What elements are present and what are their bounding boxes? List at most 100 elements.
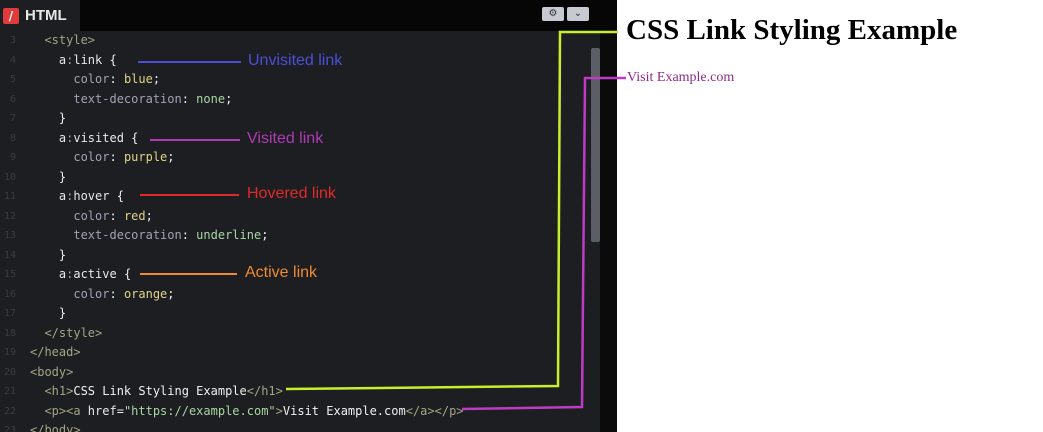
- gear-icon: ⚙: [548, 8, 558, 19]
- scrollbar-thumb[interactable]: [591, 48, 600, 242]
- line-number: 8: [9, 132, 16, 144]
- line-number: 18: [3, 327, 16, 339]
- code-line[interactable]: 23</body>: [0, 421, 590, 432]
- line-number: 4: [9, 54, 16, 66]
- code-token: :: [109, 208, 124, 223]
- code-token: :: [109, 150, 124, 164]
- code-token: :: [181, 228, 197, 242]
- code-line[interactable]: 11 a:hover {: [0, 187, 590, 206]
- code-token: color: [30, 150, 110, 164]
- line-number: 7: [9, 113, 16, 124]
- code-token: ;: [225, 91, 233, 106]
- code-text: color: purple;: [30, 148, 174, 167]
- code-token: =: [116, 403, 124, 418]
- code-token: :: [66, 267, 74, 281]
- code-text: }: [30, 168, 66, 187]
- line-number: 13: [3, 230, 16, 241]
- code-line[interactable]: 16 color: orange;: [0, 285, 590, 304]
- code-token: :: [109, 72, 124, 86]
- code-line[interactable]: 5 color: blue;: [0, 70, 590, 89]
- code-token: CSS Link Styling Example: [73, 384, 247, 398]
- line-number: 11: [3, 191, 16, 202]
- code-token: active: [73, 267, 117, 281]
- code-token: a: [30, 52, 67, 67]
- code-token: color: [30, 286, 110, 301]
- html-logo-icon: /: [3, 7, 19, 24]
- scrollbar-track[interactable]: [600, 31, 617, 432]
- code-line[interactable]: 13 text-decoration: underline;: [0, 226, 590, 245]
- code-token: Visit Example.com: [282, 403, 406, 418]
- line-number: 5: [9, 74, 16, 85]
- code-line[interactable]: 17 }: [0, 304, 590, 323]
- code-token: </a></p>: [405, 403, 464, 418]
- code-line[interactable]: 15 a:active {: [0, 265, 590, 284]
- preview-link[interactable]: Visit Example.com: [627, 70, 735, 85]
- settings-button[interactable]: ⚙: [542, 7, 564, 21]
- code-token: a: [30, 189, 67, 203]
- code-text: }: [30, 109, 66, 128]
- code-token: </head>: [30, 345, 81, 359]
- code-token: blue: [123, 72, 153, 86]
- code-text: text-decoration: none;: [30, 90, 232, 109]
- code-token: :: [109, 286, 124, 301]
- code-token: red: [123, 208, 146, 223]
- code-token: {: [116, 267, 132, 281]
- line-number: 9: [9, 152, 16, 163]
- annotation-label: Active link: [245, 264, 318, 281]
- code-text: <h1>CSS Link Styling Example</h1>: [30, 382, 283, 401]
- collapse-button[interactable]: ⌄: [567, 7, 589, 21]
- code-line[interactable]: 6 text-decoration: none;: [0, 90, 590, 109]
- line-number: 6: [9, 93, 16, 105]
- line-number: 16: [3, 288, 16, 300]
- line-number: 21: [3, 386, 16, 397]
- code-line[interactable]: 7 }: [0, 109, 590, 128]
- code-token: underline: [196, 228, 262, 242]
- line-number: 15: [3, 269, 16, 280]
- code-token: a: [30, 267, 67, 281]
- code-text: }: [30, 246, 66, 265]
- code-token: a: [30, 130, 67, 145]
- code-token: color: [30, 208, 110, 223]
- line-number: 17: [3, 308, 16, 319]
- code-token: orange: [123, 286, 168, 301]
- code-token: {: [102, 52, 117, 67]
- code-line[interactable]: 9 color: purple;: [0, 148, 590, 167]
- line-number: 20: [3, 366, 16, 378]
- annotation-label: Hovered link: [247, 185, 336, 202]
- code-text: text-decoration: underline;: [30, 226, 268, 245]
- code-token: }: [30, 111, 67, 125]
- code-token: <style>: [30, 33, 96, 47]
- code-token: link: [73, 52, 103, 67]
- code-text: </body>: [30, 421, 81, 432]
- code-line[interactable]: 4 a:link {: [0, 51, 590, 70]
- code-token: <p><a: [30, 403, 88, 418]
- code-text: </head>: [30, 343, 81, 362]
- code-line[interactable]: 14 }: [0, 246, 590, 265]
- code-line[interactable]: 20<body>: [0, 363, 590, 382]
- line-number: 10: [3, 171, 16, 183]
- code-token: >: [275, 403, 283, 418]
- code-token: "https://example.com": [123, 403, 276, 418]
- code-line[interactable]: 18 </style>: [0, 324, 590, 343]
- code-line[interactable]: 19</head>: [0, 343, 590, 362]
- code-token: {: [123, 130, 139, 145]
- code-area[interactable]: 3 <style>4 a:link {5 color: blue;6 text-…: [0, 31, 600, 432]
- code-text: }: [30, 304, 66, 323]
- code-token: href: [87, 403, 117, 418]
- line-number: 22: [3, 405, 16, 417]
- code-line[interactable]: 8 a:visited {: [0, 129, 590, 148]
- tab-html[interactable]: / HTML: [0, 0, 80, 31]
- annotation-label: Visited link: [247, 130, 324, 147]
- code-text: color: orange;: [30, 285, 174, 304]
- code-token: :: [66, 189, 74, 203]
- code-line[interactable]: 21 <h1>CSS Link Styling Example</h1>: [0, 382, 590, 401]
- code-line[interactable]: 12 color: red;: [0, 207, 590, 226]
- code-text: a:link {: [30, 51, 117, 70]
- code-line[interactable]: 10 }: [0, 168, 590, 187]
- code-line[interactable]: 22 <p><a href="https://example.com">Visi…: [0, 402, 590, 421]
- preview-heading: CSS Link Styling Example: [626, 14, 958, 46]
- code-token: text-decoration: [30, 91, 182, 106]
- code-line[interactable]: 3 <style>: [0, 31, 590, 50]
- code-text: </style>: [30, 324, 102, 343]
- code-token: </h1>: [246, 384, 283, 398]
